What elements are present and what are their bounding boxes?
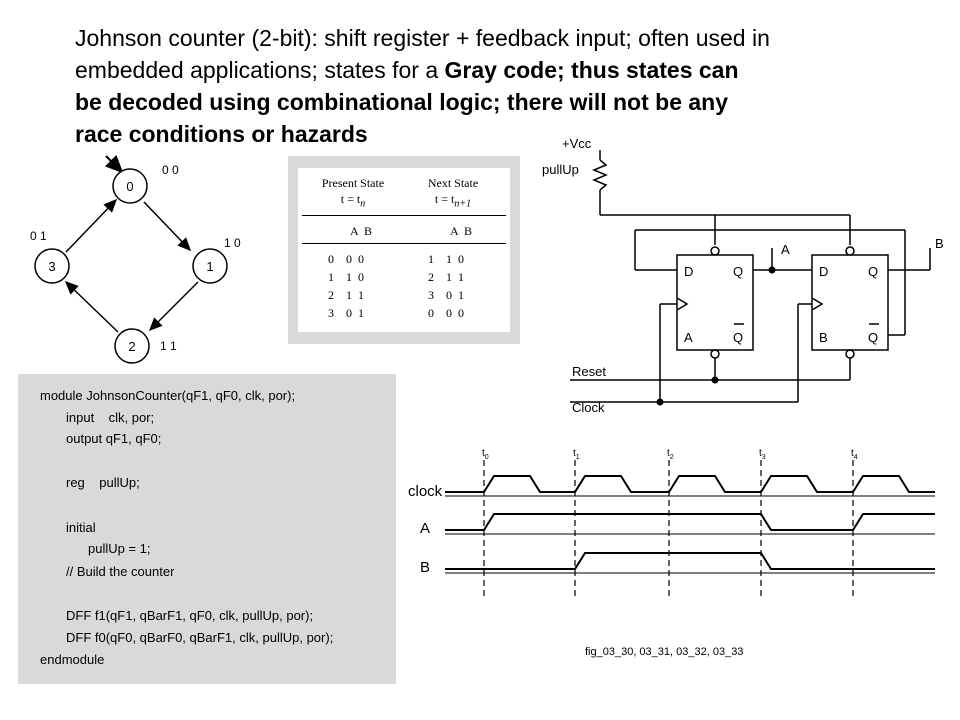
schematic: +Vcc pullUp D Q A Q D Q B Q A B Reset Cl…	[542, 136, 944, 415]
state-table-panel: Present State Next State t = tn t = tn+1…	[288, 156, 520, 344]
svg-text:3: 3	[48, 259, 55, 274]
table-row: 3 0 1	[328, 306, 364, 320]
state-0: 0 0 0	[112, 163, 179, 204]
signal-baselines	[445, 495, 935, 574]
code-line: DFF f0(qF0, qBarF0, qBarF1, clk, pullUp,…	[66, 630, 334, 645]
time-label-t0: t0	[482, 448, 489, 461]
pullup-label: pullUp	[542, 162, 579, 177]
present-state-header: Present State	[321, 176, 385, 190]
title-line-1: Johnson counter (2-bit): shift register …	[75, 25, 770, 51]
next-state-header: Next State	[427, 176, 479, 190]
svg-text:0: 0	[126, 179, 133, 194]
code-line: reg pullUp;	[66, 475, 140, 490]
code-line: endmodule	[40, 652, 105, 667]
timing-label-a: A	[420, 520, 430, 537]
time-label-t1: t1	[573, 448, 580, 461]
code-line: input clk, por;	[66, 410, 155, 425]
code-line: // Build the counter	[66, 564, 175, 579]
table-row: 3 0 1	[428, 288, 464, 302]
present-col-label: A B	[350, 224, 373, 238]
output-b-label: B	[935, 236, 944, 251]
state-diagram: 0 0 0 1 1 0 2 1 1 3 0 1	[30, 155, 241, 364]
ff1-q-label: Q	[733, 264, 743, 279]
code-line: DFF f1(qF1, qBarF1, qF0, clk, pullUp, po…	[66, 608, 314, 623]
table-row: 1 1 0	[428, 252, 464, 266]
title-line-4: race conditions or hazards	[75, 121, 368, 147]
next-time-label: t = tn+1	[434, 192, 472, 210]
table-row: 2 1 1	[428, 270, 464, 284]
transition-0-1	[143, 201, 192, 252]
verilog-code-panel: module JohnsonCounter(qF1, qF0, clk, por…	[18, 374, 396, 684]
slide-title: Johnson counter (2-bit): shift register …	[75, 22, 935, 150]
timing-label-clock: clock	[408, 483, 443, 500]
a-waveform	[445, 513, 935, 531]
state-3: 3 0 1	[30, 229, 70, 284]
table-rule-top	[302, 215, 506, 216]
vcc-label: +Vcc	[562, 136, 592, 151]
timing-diagram: clock A B t0 t1 t2 t3 t4	[408, 448, 935, 600]
state-1: 1 1 0	[192, 236, 241, 284]
ff0-b-label: B	[819, 330, 828, 345]
table-rule-mid	[302, 243, 506, 244]
entry-arrow	[105, 155, 124, 174]
title-line-2: embedded applications; states for a Gray…	[75, 57, 739, 83]
ff0-q-label: Q	[868, 264, 878, 279]
timing-label-b: B	[420, 559, 430, 576]
code-line: pullUp = 1;	[88, 541, 151, 556]
table-row: 0 0 0	[428, 306, 464, 320]
ff1-d-label: D	[684, 264, 693, 279]
transition-3-0	[65, 198, 118, 253]
svg-text:1: 1	[206, 259, 213, 274]
present-time-label: t = tn	[340, 192, 366, 210]
time-label-t2: t2	[667, 448, 674, 461]
output-a-label: A	[781, 242, 790, 257]
transition-2-3	[64, 280, 119, 333]
table-row: 2 1 1	[328, 288, 364, 302]
code-line: output qF1, qF0;	[66, 431, 162, 446]
ff0-qbar-label: Q	[868, 330, 878, 345]
transition-1-2	[148, 281, 199, 332]
state-2: 2 1 1	[114, 328, 177, 364]
svg-text:1 0: 1 0	[224, 236, 241, 250]
code-line: initial	[66, 520, 96, 535]
table-row: 0 0 0	[328, 252, 364, 266]
title-line-3: be decoded using combinational logic; th…	[75, 89, 729, 115]
ff0-d-label: D	[819, 264, 828, 279]
ff1-qbar-label: Q	[733, 330, 743, 345]
figure-caption: fig_03_30, 03_31, 03_32, 03_33	[585, 646, 744, 658]
reset-label: Reset	[572, 364, 606, 379]
state-table: Present State Next State t = tn t = tn+1…	[298, 168, 510, 332]
ff1-a-label: A	[684, 330, 693, 345]
b-waveform	[445, 552, 935, 570]
svg-text:0 1: 0 1	[30, 229, 47, 243]
time-label-t4: t4	[851, 448, 858, 461]
clock-waveform	[445, 475, 935, 493]
svg-text:0 0: 0 0	[162, 163, 179, 177]
table-row: 1 1 0	[328, 270, 364, 284]
code-line: module JohnsonCounter(qF1, qF0, clk, por…	[40, 388, 296, 403]
clock-label: Clock	[572, 400, 605, 415]
next-col-label: A B	[450, 224, 473, 238]
time-label-t3: t3	[759, 448, 766, 461]
svg-text:2: 2	[128, 339, 135, 354]
svg-text:1 1: 1 1	[160, 339, 177, 353]
